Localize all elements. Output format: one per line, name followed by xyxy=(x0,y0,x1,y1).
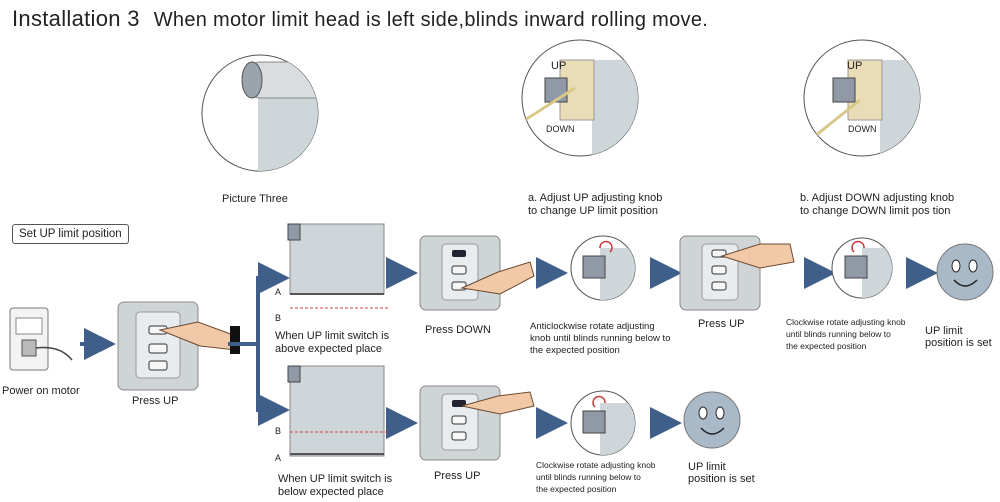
smiley-icon-upper xyxy=(936,243,994,301)
title-subtitle: When motor limit head is left side,blind… xyxy=(153,9,709,31)
label-power-on-motor: Power on motor xyxy=(2,385,80,397)
label-picture-three: Picture Three xyxy=(222,193,288,205)
label-up-b: UP xyxy=(847,60,863,72)
blind-upper xyxy=(287,223,390,309)
lower-condition-line1: When UP limit switch is xyxy=(278,473,393,485)
lower-result-line2: position is set xyxy=(688,473,755,485)
knob-clockwise-lower xyxy=(570,390,636,456)
blind-lower xyxy=(287,365,390,457)
lower-condition-line2: below expected place xyxy=(278,486,384,498)
down-limit-illustration xyxy=(803,39,921,157)
upper-result-line1: UP limit xyxy=(925,325,963,337)
step-b-line1: b. Adjust DOWN adjusting knob xyxy=(800,192,955,204)
marker-b-upper: B xyxy=(275,313,282,323)
upper-rotate2-line1: Clockwise rotate adjusting knob xyxy=(786,317,906,327)
label-press-up-upper: Press UP xyxy=(698,318,745,330)
power-outlet-icon xyxy=(9,307,73,371)
lower-rotate-line2: until blinds running below to xyxy=(536,472,641,482)
upper-rotate2-line2: until blinds running below to xyxy=(786,329,891,339)
upper-condition-line1: When UP limit switch is xyxy=(275,330,390,342)
label-press-up-main: Press UP xyxy=(132,395,179,407)
upper-condition-line2: above expected place xyxy=(275,343,383,355)
step-a-line1: a. Adjust UP adjusting knob xyxy=(528,192,663,204)
label-press-down: Press DOWN xyxy=(425,324,491,336)
set-up-limit-box: Set UP limit position xyxy=(12,224,129,244)
step-b-line2: to change DOWN limit pos tion xyxy=(800,205,951,217)
knob-clockwise-upper xyxy=(831,237,893,299)
remote-press-down xyxy=(419,235,535,311)
knob-anticlockwise xyxy=(570,235,636,301)
up-limit-illustration xyxy=(521,39,639,157)
upper-rotate-line2: knob until blinds running below to xyxy=(530,333,671,344)
marker-b-lower: B xyxy=(275,426,282,436)
remote-press-up-lower xyxy=(419,385,535,461)
marker-a-lower: A xyxy=(275,453,282,463)
picture-three-illustration xyxy=(201,54,319,172)
label-press-up-lower: Press UP xyxy=(434,470,481,482)
upper-rotate-line1: Anticlockwise rotate adjusting xyxy=(530,321,655,332)
upper-result-line2: position is set xyxy=(925,337,992,349)
label-up-a: UP xyxy=(551,60,567,72)
upper-rotate2-line3: the expected position xyxy=(786,341,867,351)
step-a-line2: to change UP limit position xyxy=(528,205,659,217)
upper-rotate-line3: the expected position xyxy=(530,345,620,356)
marker-a-upper: A xyxy=(275,287,282,297)
lower-rotate-line1: Clockwise rotate adjusting knob xyxy=(536,460,656,470)
lower-result-line1: UP limit xyxy=(688,461,726,473)
page-title: Installation 3 When motor limit head is l… xyxy=(12,6,708,32)
label-down-a: DOWN xyxy=(546,124,575,134)
lower-rotate-line3: the expected position xyxy=(536,484,617,494)
smiley-icon-lower xyxy=(683,391,741,449)
remote-press-up-upper xyxy=(679,235,795,311)
main-remote-icon xyxy=(117,301,240,391)
title-main: Installation 3 xyxy=(12,6,140,31)
label-down-b: DOWN xyxy=(848,124,877,134)
